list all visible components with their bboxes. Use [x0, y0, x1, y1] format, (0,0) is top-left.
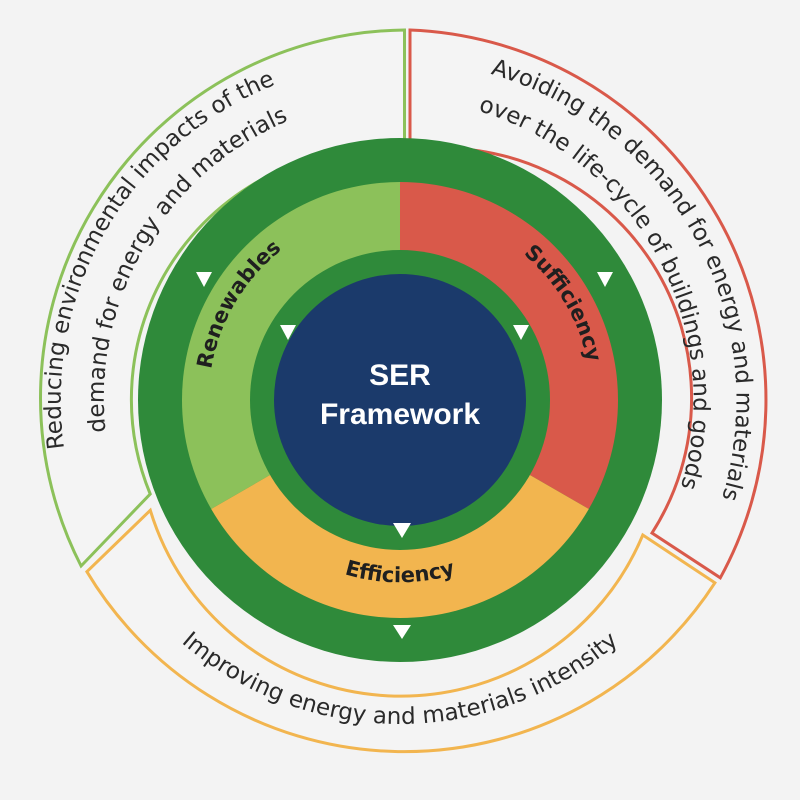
center-label-line1: SER — [369, 359, 431, 392]
arrow-inner-right-icon — [513, 325, 529, 340]
arrow-inner-bottom-icon — [393, 523, 411, 538]
arrows — [196, 272, 613, 639]
center-circle — [274, 274, 526, 526]
center-label-line2: Framework — [320, 398, 480, 431]
outer-segment-sufficiency — [408, 28, 768, 580]
outer-segment-efficiency — [85, 507, 717, 754]
arrow-outer-left-icon — [196, 272, 212, 287]
arrow-outer-right-icon — [597, 272, 613, 287]
arrow-outer-bottom-icon — [393, 625, 411, 639]
arrow-inner-left-icon — [280, 325, 296, 340]
